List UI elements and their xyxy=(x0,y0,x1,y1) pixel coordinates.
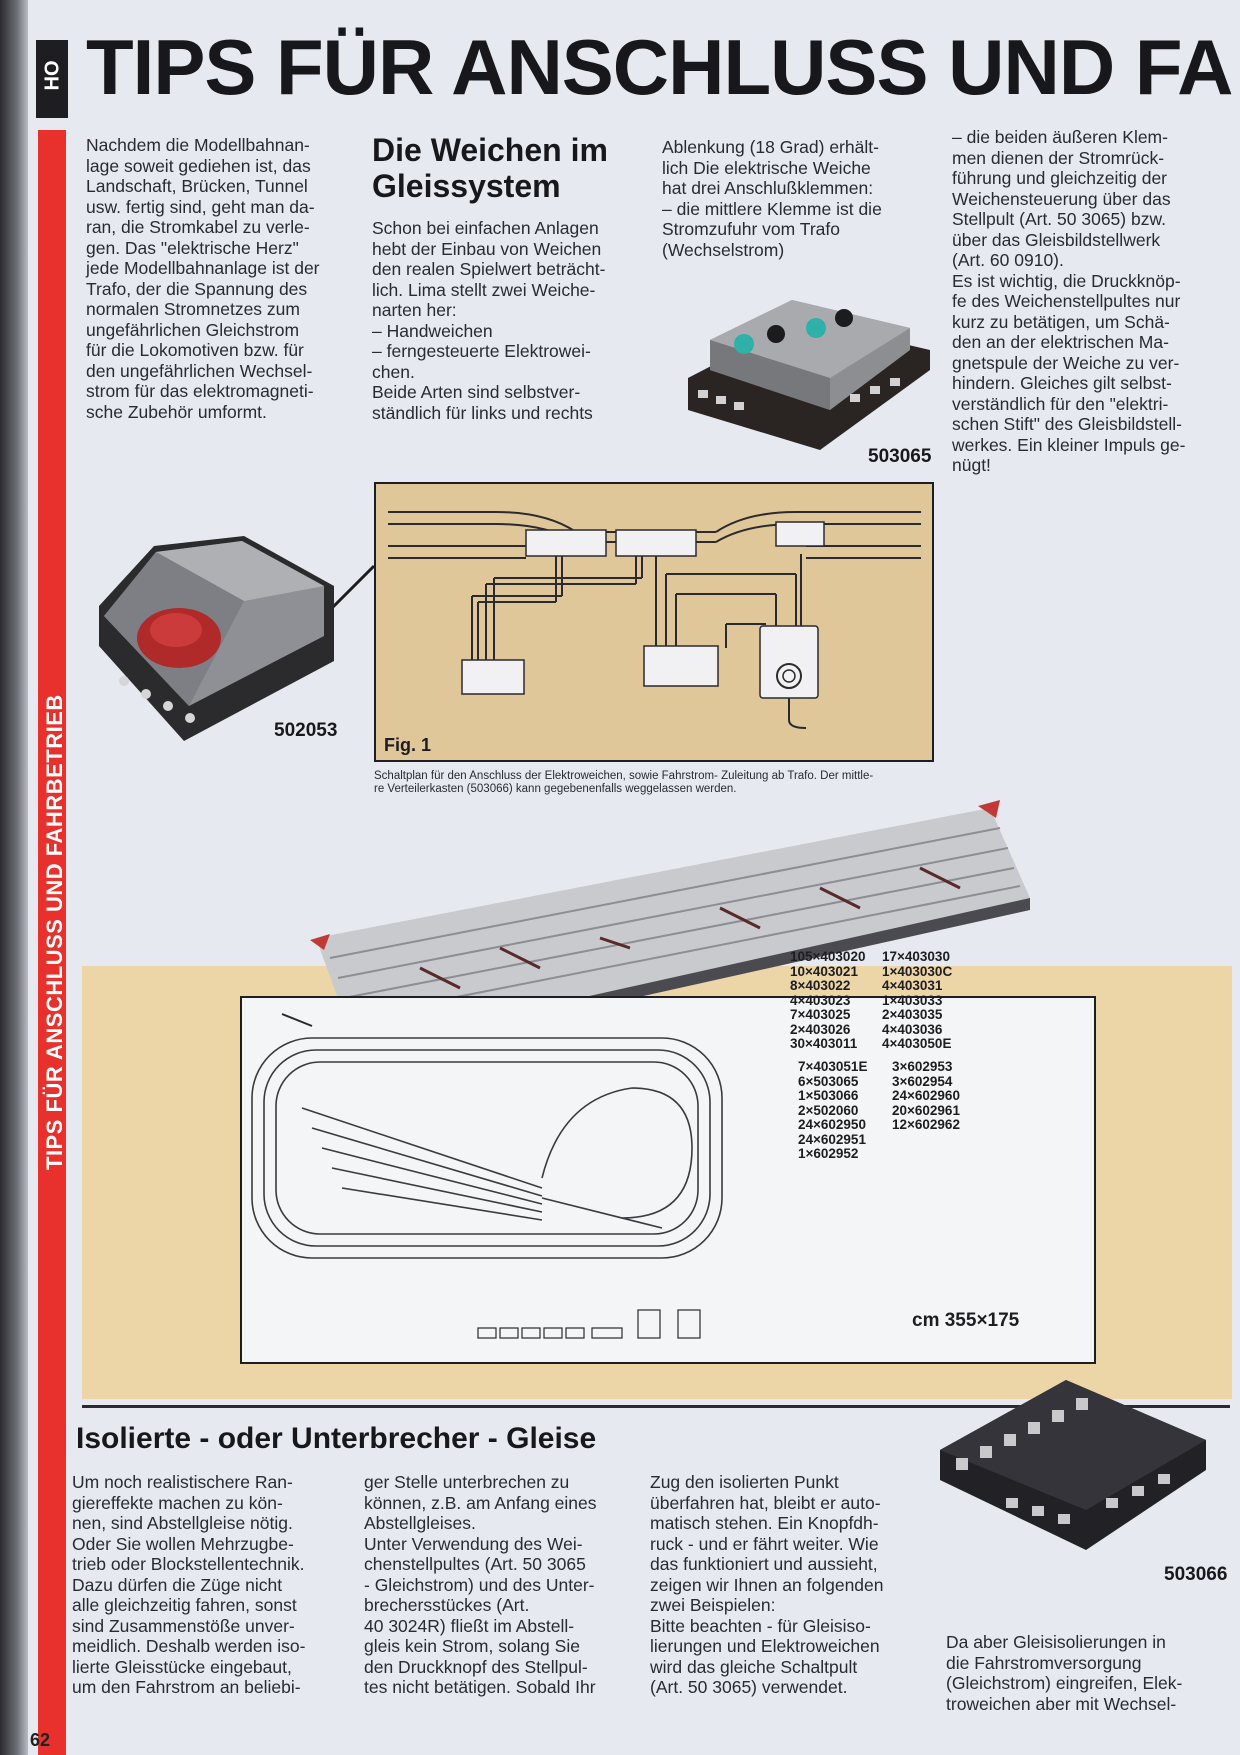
plan-legend-symbols xyxy=(477,1309,701,1339)
stellpult-button-black-1 xyxy=(767,325,785,343)
isolierte-col4: Da aber Gleisisolierungen in die Fahrstr… xyxy=(946,1632,1183,1714)
sidebar-vertical-text: TIPS FÜR ANSCHLUSS UND FAHRBETRIEB xyxy=(42,694,67,1170)
verteiler-image xyxy=(940,1380,1206,1550)
verteiler-article-number: 503066 xyxy=(1164,1564,1228,1585)
stellpult-article-number: 503065 xyxy=(868,446,932,467)
scale-ho-label: HO xyxy=(41,60,64,91)
weichen-col1: Schon bei einfachen Anlagen hebt der Ein… xyxy=(372,218,606,423)
isolierte-col2: ger Stelle unterbrechen zu können, z.B. … xyxy=(364,1472,597,1697)
trafo-article-number: 502053 xyxy=(274,720,338,741)
weichen-col3: – die beiden äußeren Klem- men dienen de… xyxy=(952,127,1186,475)
stellpult-symbol xyxy=(461,659,525,695)
layout-plan: 105×403020 10×403021 8×403022 4×403023 7… xyxy=(240,949,1096,1364)
stellpult-image xyxy=(688,300,930,450)
page-title: TIPS FÜR ANSCHLUSS UND FA xyxy=(86,23,1233,111)
isolierte-col3: Zug den isolierten Punkt überfahren hat,… xyxy=(650,1472,884,1697)
verteiler-symbol xyxy=(643,645,719,687)
parts-list-col4: 3×602953 3×602954 24×602960 20×602961 12… xyxy=(892,1059,960,1132)
layout-dimensions: cm 355×175 xyxy=(912,1310,1020,1331)
wiring-schematic xyxy=(388,511,921,729)
turnout-2 xyxy=(615,529,697,557)
weichen-heading: Die Weichen im Gleissystem xyxy=(372,132,608,204)
figure-1-wiring-diagram: Fig. 1 xyxy=(374,482,934,762)
intro-text: Nachdem die Modellbahnan- lage soweit ge… xyxy=(86,135,320,422)
stellpult-button-black-2 xyxy=(835,309,853,327)
sidebar-label: TIPS FÜR ANSCHLUSS UND FAHRBETRIEB xyxy=(42,694,67,1170)
page-number: 62 xyxy=(30,1730,51,1750)
isolierte-heading: Isolierte - oder Unterbrecher - Gleise xyxy=(76,1422,597,1455)
weichen-col2: Ablenkung (18 Grad) erhält- lich Die ele… xyxy=(662,137,882,260)
turnout-3 xyxy=(775,521,825,547)
parts-list-col3: 7×403051E 6×503065 1×503066 2×502060 24×… xyxy=(798,1059,868,1161)
section-divider xyxy=(82,1405,1230,1408)
turnout-1 xyxy=(525,529,607,557)
parts-list-col2: 17×403030 1×403030C 4×403031 1×403033 2×… xyxy=(882,949,953,1051)
layout-track-plan xyxy=(251,1013,723,1339)
isolierte-col1: Um noch realistischere Ran- giereffekte … xyxy=(72,1472,306,1697)
page-binding-shadow xyxy=(0,0,28,1755)
sidebar-stripe xyxy=(38,130,66,1755)
stellpult-button-teal-2 xyxy=(806,318,826,338)
figure-1-label: Fig. 1 xyxy=(384,735,432,755)
parts-list-col1: 105×403020 10×403021 8×403022 4×403023 7… xyxy=(790,949,866,1051)
figure-1-caption: Schaltplan für den Anschluss der Elektro… xyxy=(374,770,874,795)
trafo-image xyxy=(99,536,376,741)
scale-tag-ho: HO xyxy=(36,40,68,118)
stellpult-button-teal-1 xyxy=(734,334,754,354)
